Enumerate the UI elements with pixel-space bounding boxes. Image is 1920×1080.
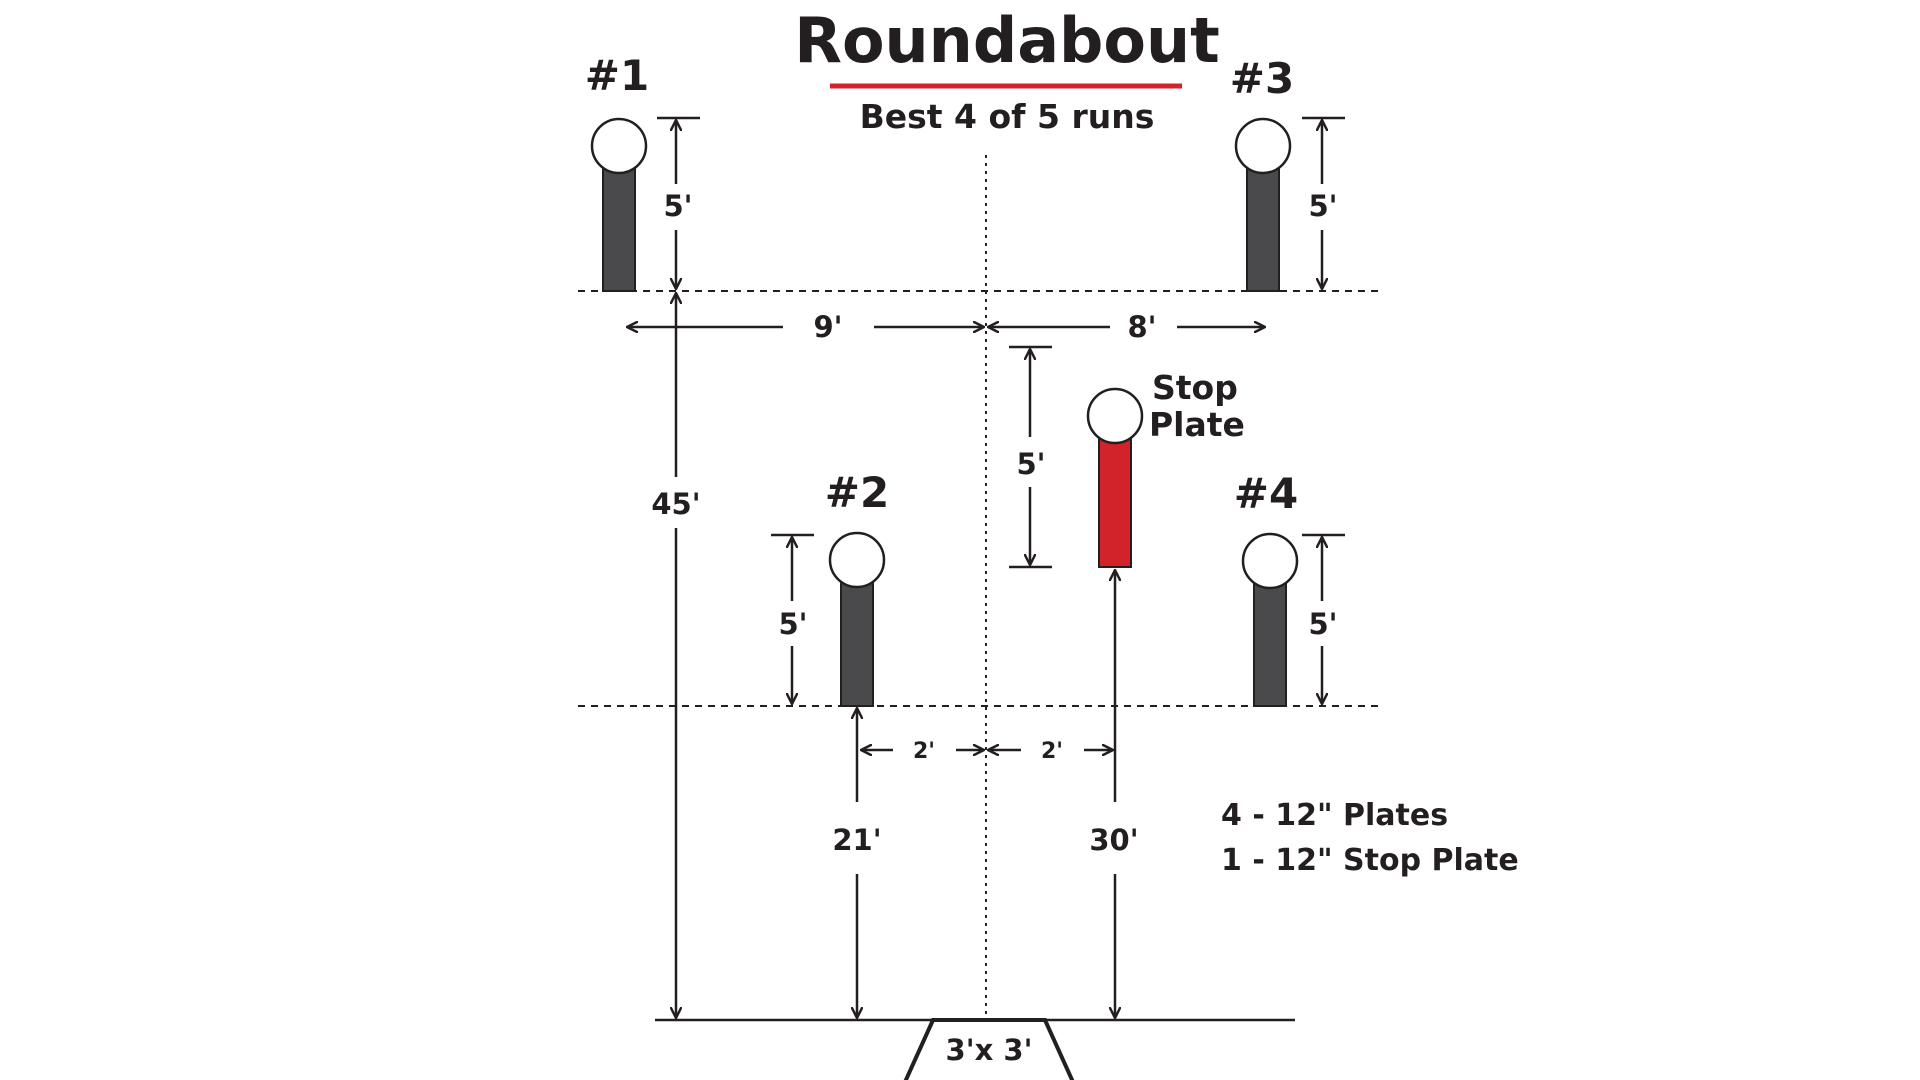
shooting-box-label: 3'x 3' [946, 1033, 1033, 1067]
target-1-plate [590, 117, 648, 175]
t2-distance-label: 21' [832, 823, 881, 857]
notes-line-1: 4 - 12" Plates [1221, 798, 1448, 833]
stop-height-label: 5' [1016, 447, 1045, 481]
total-depth-label: 45' [651, 487, 700, 521]
t3-height-label: 5' [1308, 189, 1337, 223]
left-offset-label: 2' [913, 739, 935, 764]
target-3-plate [1234, 117, 1292, 175]
target-2-post [840, 577, 874, 707]
t4-height-label: 5' [1308, 607, 1337, 641]
target-4-label: #4 [1234, 469, 1298, 518]
stop-plate-label-line2: Plate [1149, 405, 1245, 444]
stop-plate-post [1098, 435, 1132, 568]
target-2-plate [828, 531, 886, 589]
page-title: Roundabout [794, 4, 1220, 77]
target-3-label: #3 [1230, 54, 1294, 103]
target-3-post [1246, 162, 1280, 292]
left-span-label: 9' [813, 310, 842, 344]
stop-plate-label-line1: Stop [1152, 368, 1238, 407]
target-4-plate [1241, 532, 1299, 590]
target-4-post [1253, 577, 1287, 707]
target-2-label: #2 [825, 468, 889, 517]
page-subtitle: Best 4 of 5 runs [860, 97, 1155, 136]
t2-height-label: 5' [778, 607, 807, 641]
t1-height-label: 5' [663, 189, 692, 223]
target-1-label: #1 [585, 51, 649, 100]
right-span-label: 8' [1127, 310, 1156, 344]
notes-line-2: 1 - 12" Stop Plate [1221, 843, 1519, 878]
target-1-post [602, 162, 636, 292]
right-offset-label: 2' [1041, 739, 1063, 764]
shooting-box [903, 1018, 1075, 1080]
stop-distance-label: 30' [1089, 823, 1138, 857]
stop-plate [1086, 387, 1144, 445]
